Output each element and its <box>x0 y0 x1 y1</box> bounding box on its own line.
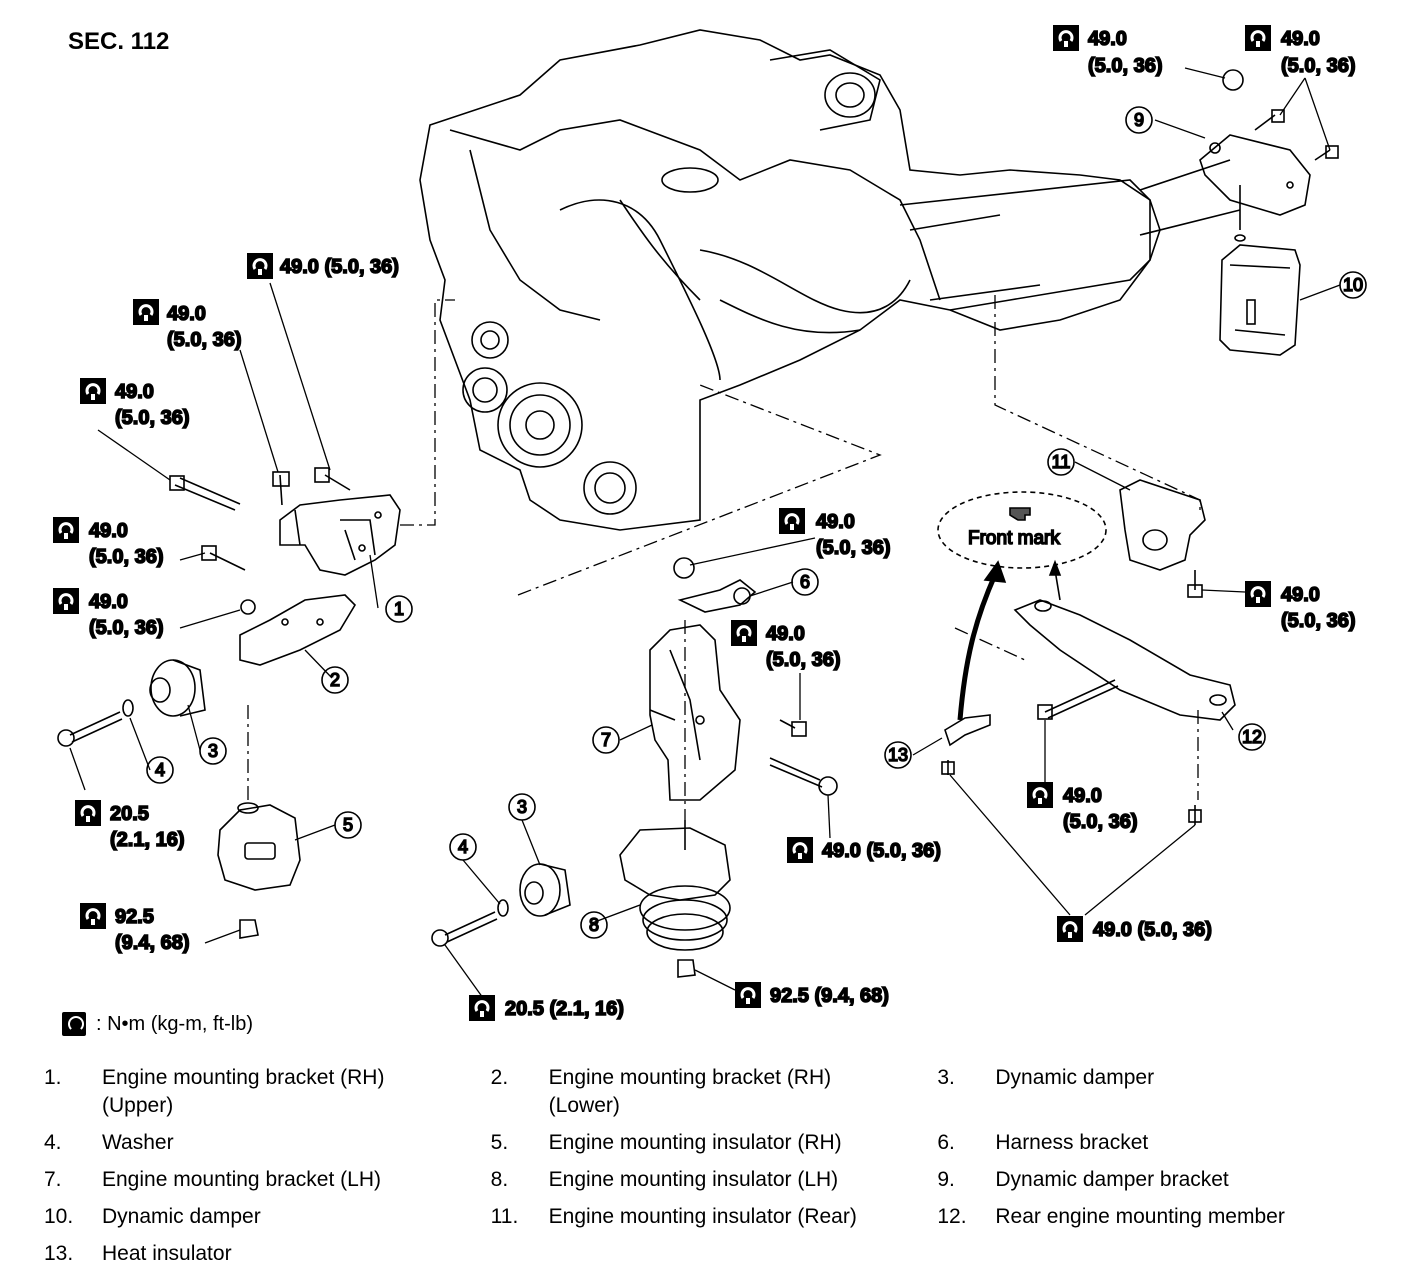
callout-number: 13 <box>888 745 908 765</box>
lh-mount-assembly <box>431 557 838 978</box>
exploded-diagram: 49.0 (5.0, 36) 49.0 (5.0, 36) 49.0 (5.0,… <box>51 23 1367 1023</box>
torque-label: (5.0, 36) <box>1088 55 1162 77</box>
engine-block <box>419 29 1241 531</box>
torque-label: (5.0, 36) <box>1281 610 1355 632</box>
rear-mount-assembly <box>937 69 1339 825</box>
torque-label: (5.0, 36) <box>766 649 840 671</box>
torque-label: (5.0, 36) <box>816 537 890 559</box>
torque-label: 49.0 <box>115 381 154 403</box>
callout-number: 4 <box>458 837 468 857</box>
list-item: 2.Engine mounting bracket (RH) (Lower) <box>490 1066 832 1117</box>
torque-label: 49.0 <box>816 511 855 533</box>
callout-number: 9 <box>1134 110 1144 130</box>
rh-mount-assembly <box>57 467 401 939</box>
torque-label: 49.0 <box>1281 584 1320 606</box>
torque-label: 92.5 <box>115 906 154 928</box>
callout-number: 8 <box>589 915 599 935</box>
callout-number: 3 <box>517 797 527 817</box>
torque-icons <box>51 23 1273 1023</box>
callout-number: 11 <box>1052 452 1071 472</box>
legend-text: : N•m (kg-m, ft-lb) <box>96 1012 253 1035</box>
torque-label: 49.0 (5.0, 36) <box>822 840 941 862</box>
list-item: 12.Rear engine mounting member <box>937 1205 1285 1228</box>
torque-label: 49.0 <box>1088 28 1127 50</box>
list-item: 7.Engine mounting bracket (LH) <box>44 1168 381 1191</box>
callout-number: 2 <box>330 670 340 690</box>
torque-label: 20.5 (2.1, 16) <box>505 998 624 1020</box>
callout-number: 4 <box>155 760 165 780</box>
torque-label: 20.5 <box>110 803 149 825</box>
list-item: 9.Dynamic damper bracket <box>937 1168 1229 1191</box>
torque-label: (5.0, 36) <box>89 546 163 568</box>
torque-label: (5.0, 36) <box>89 617 163 639</box>
callout-number: 1 <box>394 599 404 619</box>
torque-label: (5.0, 36) <box>1063 811 1137 833</box>
list-item: 11.Engine mounting insulator (Rear) <box>490 1205 857 1228</box>
list-item: 4.Washer <box>44 1131 174 1154</box>
torque-label: 49.0 <box>1281 28 1320 50</box>
torque-legend: : N•m (kg-m, ft-lb) <box>62 1012 253 1036</box>
torque-label: 49.0 <box>89 520 128 542</box>
torque-label: 49.0 <box>89 591 128 613</box>
list-item: 1.Engine mounting bracket (RH) (Upper) <box>44 1066 385 1117</box>
torque-labels: 49.0 (5.0, 36) 49.0 (5.0, 36) 49.0 (5.0,… <box>88 27 1356 1021</box>
list-item: 3.Dynamic damper <box>937 1066 1155 1089</box>
parts-list: 1.Engine mounting bracket (RH) (Upper) 2… <box>44 1064 1384 1277</box>
torque-label: (5.0, 36) <box>1281 55 1355 77</box>
torque-label: 49.0 <box>766 623 805 645</box>
list-item: 10.Dynamic damper <box>44 1205 261 1228</box>
section-title: SEC. 112 <box>68 28 170 55</box>
callout-number: 12 <box>1242 727 1262 747</box>
list-item: 6.Harness bracket <box>937 1131 1149 1154</box>
front-mark-label: Front mark <box>968 528 1060 549</box>
torque-label: (9.4, 68) <box>115 932 189 954</box>
list-item: 8.Engine mounting insulator (LH) <box>490 1168 839 1191</box>
callout-number: 5 <box>343 815 353 835</box>
callout-number: 6 <box>800 572 810 592</box>
list-item: 13.Heat insulator <box>44 1242 232 1265</box>
torque-label: 49.0 (5.0, 36) <box>280 256 399 278</box>
torque-label: (5.0, 36) <box>167 329 241 351</box>
torque-label: (5.0, 36) <box>115 407 189 429</box>
torque-wrench-icon <box>62 1012 86 1036</box>
callout-number: 7 <box>601 730 611 750</box>
callout-number: 3 <box>208 741 218 761</box>
torque-label: 92.5 (9.4, 68) <box>770 985 889 1007</box>
torque-label: (2.1, 16) <box>110 829 184 851</box>
list-item: 5.Engine mounting insulator (RH) <box>490 1131 842 1154</box>
alignment-lines <box>247 295 1201 820</box>
torque-label: 49.0 (5.0, 36) <box>1093 919 1212 941</box>
callout-number: 10 <box>1343 275 1363 295</box>
callout-circles: 1 2 3 4 5 6 7 8 9 10 11 12 13 3 4 <box>146 106 1367 939</box>
torque-label: 49.0 <box>1063 785 1102 807</box>
torque-label: 49.0 <box>167 303 206 325</box>
leader-lines <box>69 67 1341 999</box>
